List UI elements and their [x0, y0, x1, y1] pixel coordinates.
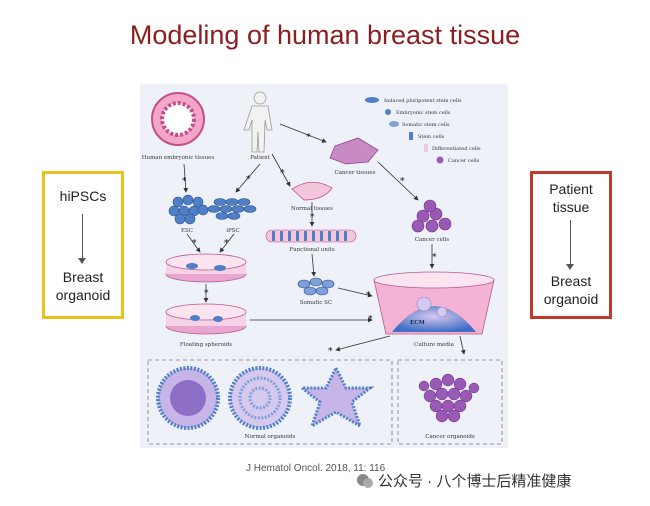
- svg-text:*: *: [204, 289, 209, 299]
- culture-dish-icon: [165, 253, 247, 283]
- legend-ipsc: Induced pluripotent stem cells: [384, 98, 462, 104]
- esc-label: ESC: [181, 228, 193, 234]
- breast-organoid-label: Breast organoid: [543, 273, 599, 307]
- ecm-culture-vessel-icon: [373, 271, 495, 335]
- patient-figure-icon: [243, 91, 273, 153]
- page-title: Modeling of human breast tissue: [129, 20, 521, 50]
- ipsc-cell-cluster-icon: [207, 198, 257, 220]
- somatic-sc-cluster-icon: [297, 277, 335, 296]
- pathway-arrow-line: [82, 214, 83, 258]
- svg-text:*: *: [192, 239, 197, 249]
- legend-cancer: Cancer cells: [448, 158, 480, 164]
- floating-spheroids-label: Floating spheroids: [180, 342, 232, 348]
- svg-text:*: *: [224, 239, 229, 249]
- cancer-organoid-icon: [418, 373, 480, 423]
- normal-organoids-panel: [147, 359, 393, 445]
- somatic-sc-label: Somatic SC: [300, 300, 332, 306]
- legend-somatic: Somatic stem cells: [402, 122, 450, 128]
- cancer-tissues-label: Cancer tissues: [335, 170, 376, 176]
- svg-text:*: *: [432, 253, 437, 263]
- organoid-modeling-diagram: Human embryonic tissues Patient Induced …: [140, 84, 508, 448]
- citation-text: J Hematol Oncol. 2018, 11: 116: [246, 463, 386, 474]
- patient-tissue-label: Patient tissue: [549, 181, 593, 215]
- breast-organoid-label: Breast organoid: [55, 269, 111, 303]
- functional-units-icon: [265, 229, 357, 243]
- patient-label: Patient: [250, 155, 270, 161]
- cancer-tissue-icon: [329, 137, 379, 165]
- svg-text:*: *: [310, 213, 315, 223]
- svg-text:*: *: [182, 177, 187, 187]
- legend-differentiated: Differentiated cells: [432, 146, 481, 152]
- watermark-text: 公众号 · 八个博士后精准健康: [378, 473, 572, 490]
- floating-spheroids-dish-icon: [165, 303, 247, 335]
- svg-text:*: *: [306, 133, 311, 143]
- diagram-svg: Human embryonic tissues Patient Induced …: [142, 91, 503, 445]
- culture-media-label: Culture media: [414, 342, 455, 348]
- legend-esc: Embryonic stem cells: [396, 110, 451, 116]
- watermark: 公众号 · 八个博士后精准健康: [356, 470, 571, 491]
- svg-text:*: *: [280, 169, 285, 179]
- hipsc-pathway-box: hiPSCs Breast organoid: [42, 171, 124, 319]
- svg-text:*: *: [368, 315, 373, 325]
- functional-units-label: Functional units: [289, 247, 335, 253]
- normal-organoid-icons: [156, 364, 375, 430]
- cancer-organoids-panel: [397, 359, 503, 445]
- patient-tissue-pathway-box: Patient tissue Breast organoid: [530, 171, 612, 319]
- embryonic-tissues-label: Human embryonic tissues: [142, 155, 215, 161]
- legend-stem: Stem cells: [418, 134, 445, 140]
- flow-arrows: [183, 123, 466, 355]
- flow-asterisks: * * * * * * * * * * * * *: [182, 133, 437, 357]
- cancer-cells-cluster-icon: [411, 199, 452, 233]
- embryonic-tissue-ring-icon: [151, 92, 205, 146]
- esc-cell-cluster-icon: [168, 194, 209, 225]
- svg-text:*: *: [400, 177, 405, 187]
- pathway-arrow-line: [570, 220, 571, 264]
- hipsc-label: hiPSCs: [59, 188, 107, 204]
- normal-tissue-icon: [291, 181, 333, 201]
- ipsc-label: iPSC: [226, 228, 239, 234]
- svg-text:*: *: [366, 291, 371, 301]
- svg-text:*: *: [328, 347, 333, 357]
- svg-text:*: *: [246, 175, 251, 185]
- legend: Induced pluripotent stem cells Embryonic…: [365, 97, 481, 164]
- wechat-icon: [357, 473, 373, 488]
- normal-organoids-label: Normal organoids: [245, 434, 296, 440]
- arrow-down-icon: [566, 264, 574, 270]
- ecm-label: ECM: [410, 320, 425, 326]
- cancer-organoids-label: Cancer organoids: [425, 434, 475, 440]
- arrow-down-icon: [78, 258, 86, 264]
- cancer-cells-label: Cancer cells: [415, 237, 450, 243]
